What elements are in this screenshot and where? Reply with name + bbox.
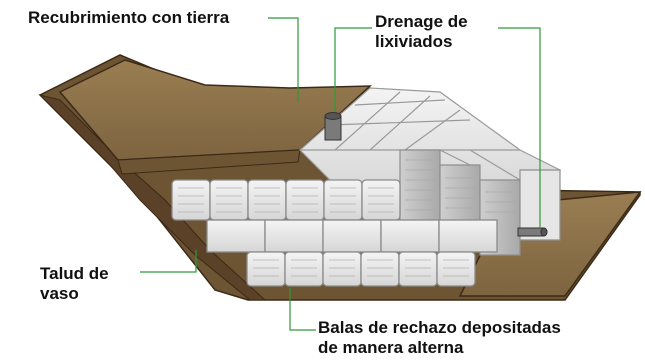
label-bales-line-2: de manera alterna — [318, 338, 464, 357]
leader-lines — [140, 17, 541, 331]
leader-bales — [289, 288, 316, 331]
label-bales-line-1: Balas de rechazo depositadas — [318, 318, 561, 337]
earth-cover-edge — [117, 149, 301, 175]
label-slope-line-2: vaso — [40, 284, 79, 303]
label-slope: Talud de vaso — [40, 264, 109, 304]
bale-row-1-stripes — [178, 187, 394, 213]
label-leachate-drainage: Drenage de lixiviados — [375, 12, 468, 52]
label-slope-line-1: Talud de — [40, 264, 109, 283]
bale-row-3-stripes — [253, 259, 469, 277]
bale-row-1 — [171, 179, 401, 221]
bale-stripes-right — [405, 159, 515, 213]
leader-drain-right — [498, 27, 541, 228]
label-drainage-line-1: Drenage de — [375, 12, 468, 31]
leader-drain-left — [334, 27, 372, 112]
pipe-icon — [324, 112, 342, 141]
label-earth-cover: Recubrimiento con tierra — [28, 8, 230, 27]
leader-slope — [140, 250, 197, 273]
pipe-outlet-icon — [517, 227, 548, 237]
leader-cover — [268, 17, 299, 102]
bale-row-3 — [246, 251, 476, 287]
label-drainage-line-2: lixiviados — [375, 32, 453, 51]
bale-row-2 — [206, 219, 498, 253]
label-bales: Balas de rechazo depositadas de manera a… — [318, 318, 561, 358]
